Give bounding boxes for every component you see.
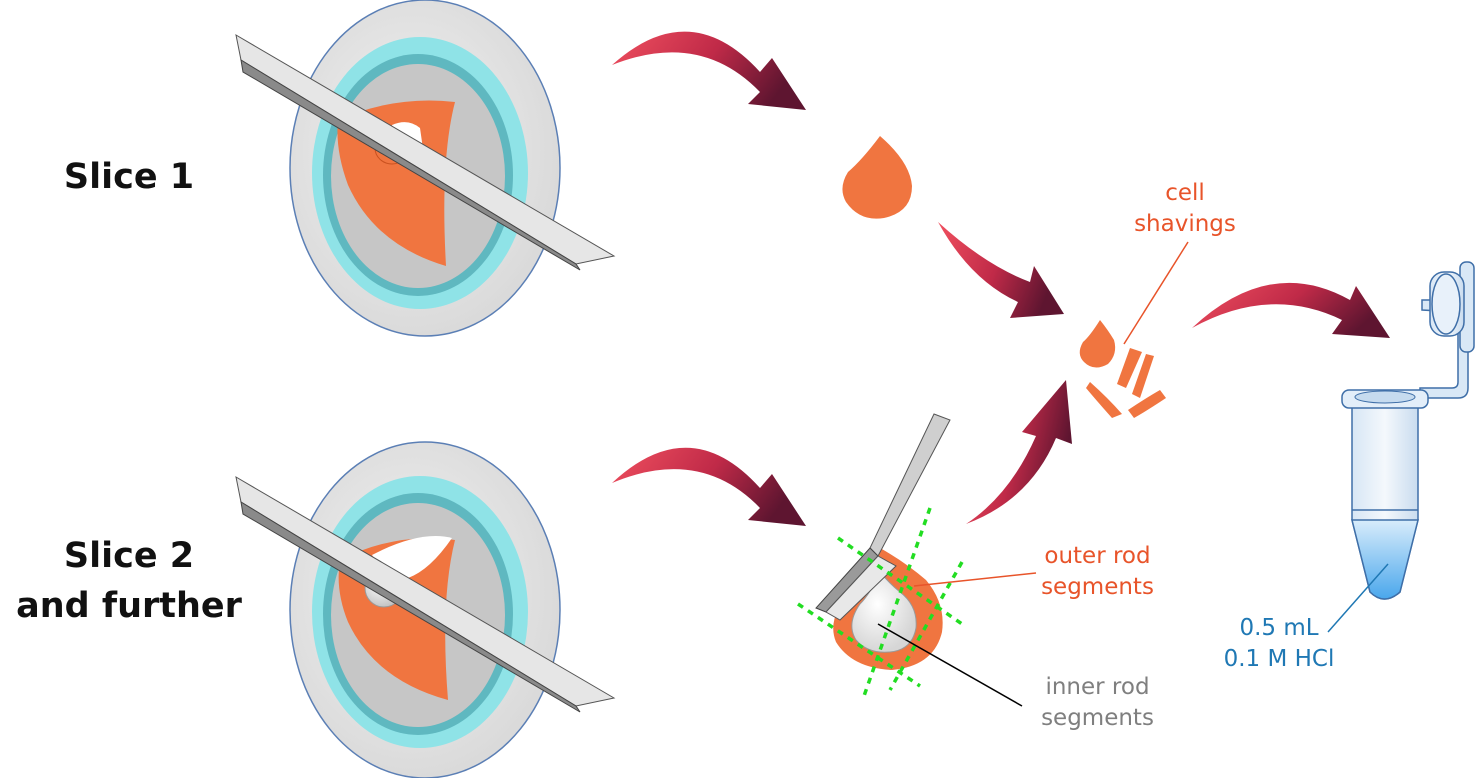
zoomed-segment (797, 413, 964, 697)
retina-cut-hole (372, 536, 452, 578)
razor-blade (235, 476, 616, 713)
arrow-shavings-to-tube (1192, 282, 1390, 338)
cell-shavings (1079, 320, 1166, 418)
outer-rod-label: outer rod segments (1030, 543, 1165, 600)
orange-drop (842, 136, 912, 219)
slice1-label: Slice 1 (63, 157, 195, 197)
razor-blade (235, 34, 616, 271)
outer-rod-line1: outer rod (1044, 543, 1151, 569)
arrow-drop-to-shavings (938, 222, 1064, 318)
zoom-blade (815, 413, 951, 621)
arrow-slice1-to-drop (612, 31, 806, 110)
slice2-label-line2: and further (16, 586, 242, 626)
slice2-label: Slice 2 and further (14, 535, 244, 627)
arrow-slice2-to-zoom (612, 447, 806, 526)
tube-liquid-leader (1327, 563, 1389, 633)
cell-shavings-line2: shavings (1134, 211, 1236, 237)
tube-opening (1354, 390, 1416, 404)
inner-rod-leader (877, 623, 1023, 707)
outer-rod-line2: segments (1041, 574, 1154, 600)
eyecup-slice2 (235, 441, 616, 778)
cell-shavings-line1: cell (1165, 180, 1205, 206)
tube-liquid (1351, 519, 1419, 600)
cell-shavings-leader (1123, 241, 1189, 345)
volume-label: 0.5 mL (1239, 615, 1319, 641)
eyecup-slice1 (235, 0, 616, 337)
arrow-zoom-to-shavings (966, 380, 1072, 524)
tube-contents-label: 0.5 mL 0.1 M HCl (1212, 615, 1346, 672)
outer-rod-leader (913, 572, 1037, 587)
green-guide-lines (797, 507, 964, 697)
inner-rod-line2: segments (1041, 705, 1154, 731)
tube-cap-rim (1431, 273, 1461, 335)
solution-label: 0.1 M HCl (1223, 646, 1335, 672)
cell-shavings-label: cell shavings (1120, 180, 1250, 237)
slice2-label-line1: Slice 2 (63, 536, 195, 576)
inner-rod-line1: inner rod (1045, 674, 1150, 700)
microcentrifuge-tube (1341, 261, 1475, 600)
inner-rod-label: inner rod segments (1030, 674, 1165, 731)
